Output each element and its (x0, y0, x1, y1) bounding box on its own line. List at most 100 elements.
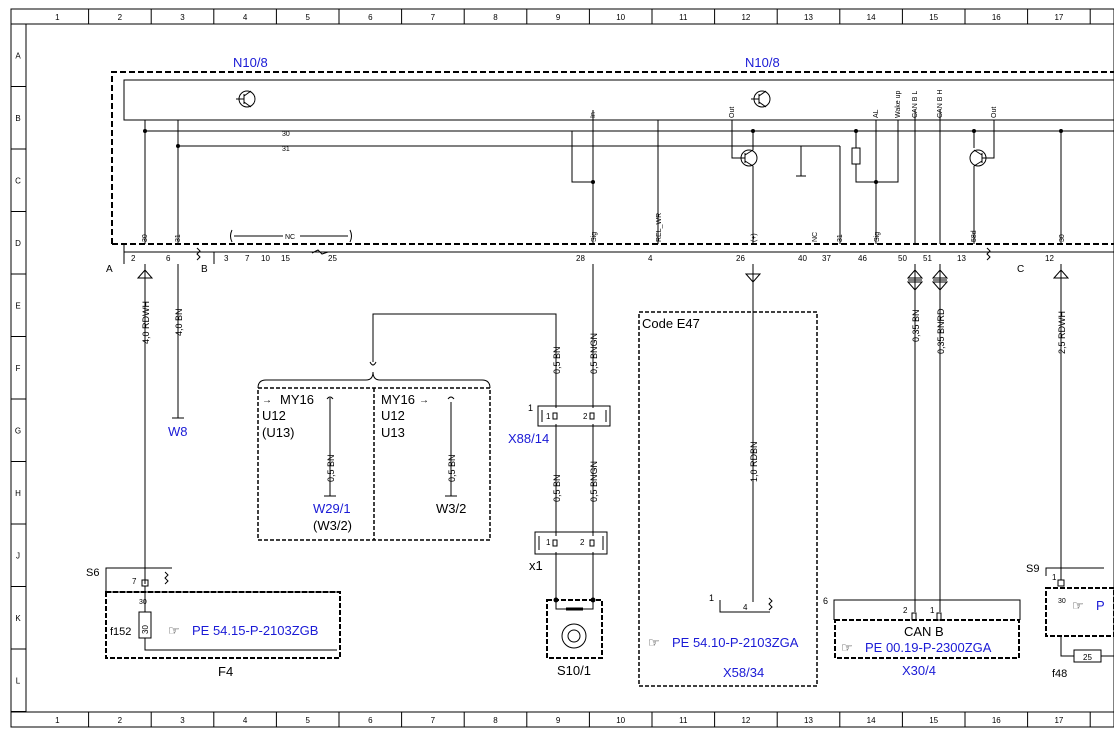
pin-label-canbh: CAN B H (937, 90, 944, 118)
junction-dot (1059, 129, 1063, 133)
junction-dot (591, 180, 595, 184)
fuse-block-right (1045, 567, 1114, 663)
row-letter: H (15, 489, 21, 498)
column-number: 12 (741, 716, 750, 725)
ground-w8[interactable]: W8 (168, 424, 188, 439)
connector-x1 (534, 531, 608, 555)
component-x58-34[interactable]: X58/34 (723, 665, 764, 680)
pin-number: 1 (1052, 573, 1057, 582)
column-number: 16 (992, 13, 1001, 22)
fuse-block-f4 (105, 567, 341, 659)
pin-label-wakeup: Wake up (895, 91, 902, 118)
row-letter: J (16, 551, 20, 560)
pin-number: 1 (546, 412, 551, 421)
pin-number: 2 (583, 412, 588, 421)
column-number: 7 (431, 13, 436, 22)
splice-s9: S9 (1026, 563, 1039, 575)
pin-number: 7 (245, 254, 250, 263)
pin-label-sig: Sig (591, 232, 598, 242)
nc-group-label: NC (285, 234, 295, 241)
column-number: 5 (305, 13, 310, 22)
pin-label-31: 31 (837, 234, 844, 242)
pin-label-30: 30 (1059, 234, 1066, 242)
wire-label: 1,0 RDBN (749, 441, 759, 482)
control-unit-label-right[interactable]: N10/8 (745, 55, 780, 70)
connector-x1-label: x1 (529, 558, 543, 573)
row-letter: F (16, 364, 21, 373)
column-number: 10 (616, 13, 625, 22)
junction-dot (176, 144, 180, 148)
component-f48: f48 (1052, 668, 1067, 680)
nc-group (230, 229, 352, 255)
column-number: 3 (180, 716, 185, 725)
reference-icon: ☞ (1072, 598, 1084, 613)
column-number: 2 (118, 13, 123, 22)
connector-b: B (201, 264, 208, 275)
junction-dot (751, 129, 755, 133)
pin-label-canbl: CAN B L (912, 91, 919, 118)
column-number: 8 (493, 716, 498, 725)
row-letter: A (15, 51, 21, 60)
wire-label: 0,5 BNGN (589, 333, 599, 374)
column-number: 4 (243, 716, 248, 725)
column-number: 12 (741, 13, 750, 22)
wire-label: 0,5 BN (447, 454, 457, 482)
row-grid (11, 86, 26, 712)
ground-w29-1[interactable]: W29/1 (313, 501, 351, 516)
variant-right: MY16 → U12 U13 (381, 392, 429, 440)
pin-number: 30 (1058, 598, 1066, 605)
reference-link[interactable]: PE 54.15-P-2103ZGB (192, 623, 318, 638)
pin-number: 2 (131, 254, 136, 263)
row-letter: D (15, 239, 21, 248)
reference-link[interactable]: PE 00.19-P-2300ZGA (865, 640, 992, 655)
internal-wiring (571, 110, 1062, 244)
column-number: 6 (368, 716, 373, 725)
pin-label-in: In (590, 112, 597, 118)
pin-label-out: Out (729, 107, 736, 118)
pin-label-out: Out (991, 107, 998, 118)
connector-x88-14-label[interactable]: X88/14 (508, 431, 549, 446)
connector-number: 1 (528, 403, 533, 413)
reference-link[interactable]: PE 54.10-P-2103ZGA (672, 635, 799, 650)
wire-labels: 4,0 RDWH 4,0 BN 0,5 BN 0,5 BNGN 0,5 BN 0… (141, 301, 1067, 502)
row-letter: E (15, 301, 20, 310)
pin-number: 40 (798, 254, 807, 263)
control-unit-n10-8 (111, 71, 1114, 253)
pin-number: 28 (576, 254, 585, 263)
column-number: 1 (55, 13, 60, 22)
connector-number: 1 (709, 593, 714, 603)
column-number: 6 (368, 13, 373, 22)
connector-number: 6 (823, 596, 828, 606)
pin-label-rel-wr: REL_WR (656, 213, 663, 242)
fuse-number: 25 (1083, 653, 1092, 662)
control-unit-label-left[interactable]: N10/8 (233, 55, 268, 70)
pin-number: 25 (328, 254, 337, 263)
column-number: 13 (804, 716, 813, 725)
wire-label: 2,5 RDWH (1057, 311, 1067, 354)
transistor-icon (236, 90, 256, 108)
column-number: 3 (180, 13, 185, 22)
reference-link[interactable]: P (1096, 598, 1105, 613)
pin-label-31: 31 (175, 234, 182, 242)
pin-label-sig: Sig (874, 232, 881, 242)
variant-arrow: → (419, 395, 429, 406)
connector-a: A (106, 264, 113, 275)
reference-icon: ☞ (841, 640, 853, 655)
variant-label: (U13) (262, 425, 295, 440)
pin-number: 10 (261, 254, 270, 263)
column-number: 16 (992, 716, 1001, 725)
wire-label: 0,35 BN (911, 309, 921, 342)
bus-31-label: 31 (282, 146, 290, 153)
column-labels: 1122334455667788991010111112121313141415… (55, 13, 1064, 725)
connector-arrow-icon (136, 269, 1070, 291)
pin-numbers: 2 6 3 7 10 15 25 28 4 26 40 37 46 50 51 … (131, 254, 1054, 263)
transistor-icon (969, 149, 987, 167)
column-number: 14 (867, 716, 876, 725)
component-x30-4[interactable]: X30/4 (902, 663, 936, 678)
wire-label: 4,0 BN (174, 308, 184, 336)
variant-wires (324, 396, 457, 497)
variant-box (257, 387, 491, 541)
variant-label: U12 (262, 408, 286, 423)
